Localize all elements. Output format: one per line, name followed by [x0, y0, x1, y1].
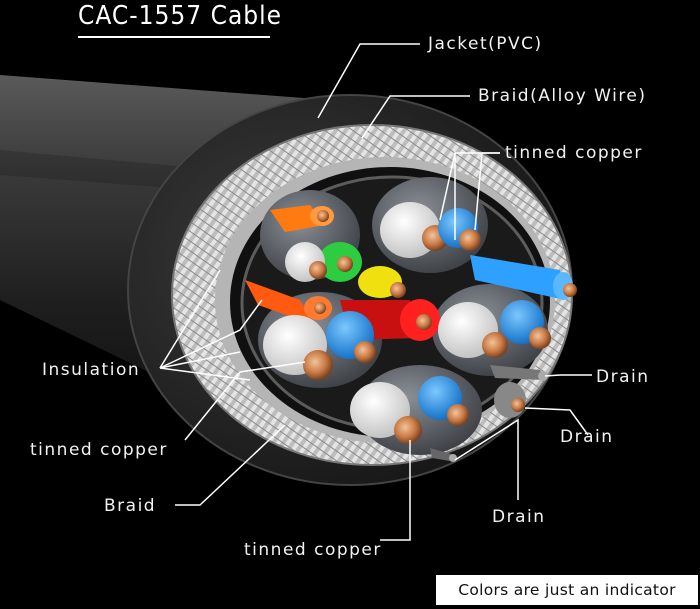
label-drain-1: Drain — [596, 367, 650, 387]
title-underline — [78, 36, 270, 38]
braid-alloy-leader — [361, 95, 470, 139]
drain-3-leader — [454, 418, 519, 500]
label-drain-2: Drain — [560, 427, 614, 447]
label-jacket: Jacket(PVC) — [428, 34, 543, 54]
disclaimer-note: Colors are just an indicator — [436, 575, 698, 605]
tinned-copper-bottom-leader — [380, 440, 411, 541]
label-braid: Braid — [104, 496, 157, 516]
label-drain-3: Drain — [492, 507, 546, 527]
tinned-copper-left-leader — [184, 361, 306, 441]
braid-leader — [175, 424, 286, 506]
leader-lines — [159, 43, 592, 541]
label-tinned-copper-bottom: tinned copper — [244, 540, 382, 560]
jacket-leader — [317, 43, 420, 119]
drain-2-leader — [524, 407, 589, 436]
insulation-leader — [159, 299, 263, 369]
label-tinned-copper-left: tinned copper — [30, 440, 168, 460]
label-tinned-copper-top: tinned copper — [505, 143, 643, 163]
label-insulation: Insulation — [42, 360, 141, 380]
drain-1-leader — [544, 374, 592, 377]
diagram-title: CAC-1557 Cable — [78, 1, 283, 31]
label-braid-alloy: Braid(Alloy Wire) — [478, 86, 647, 106]
